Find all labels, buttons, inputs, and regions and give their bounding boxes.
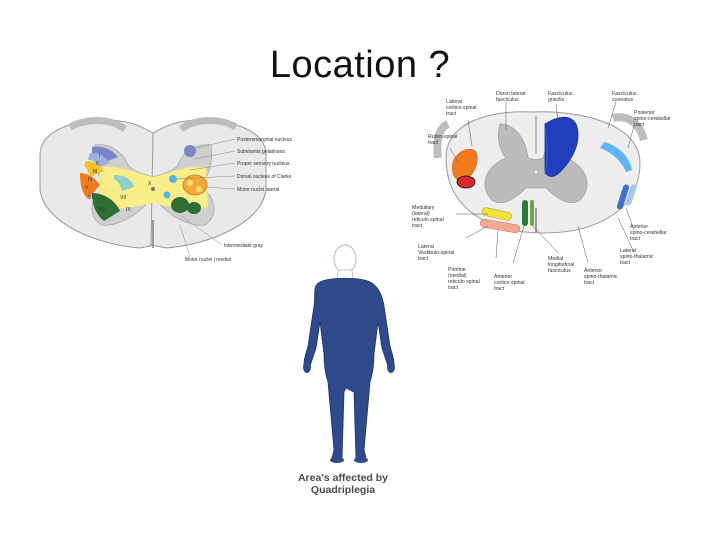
lamina-label-VIII: VIII (98, 207, 106, 213)
spinal-cord-laminae-diagram: I II III IV V VI VII VIII IX X Posteroma… (39, 117, 293, 263)
figure-affected-body (303, 277, 395, 460)
label-medullary-reticulospinal: Medullary (lateral) reticulo spinal trac… (412, 205, 445, 229)
human-body-figure (303, 244, 395, 463)
lamina-label-II: II (96, 161, 99, 167)
label-dorsolateral-fasciculus: Dorso lateral fasciculus (496, 91, 527, 103)
label-anterior-corticospinal: Anterior cortico-spinal tract (494, 274, 526, 292)
rubrospinal-tract (452, 149, 478, 183)
lamina-label-IV: IV (88, 177, 93, 183)
label-lateral-vestibulospinal: Lateral Vestibulo-spinal tract (418, 244, 456, 262)
label-motor-lateral: Motor nuclei lateral (237, 187, 279, 193)
label-medial-longitudinal: Medial longitudinal fasciculus (548, 256, 576, 274)
medial-longitudinal-tract (530, 200, 534, 226)
label-posterior-spinocerebellar: Posterior spino-cerebellar tract (634, 110, 672, 128)
lamina-label-VI: VI (88, 195, 93, 201)
label-lateral-spinothalamic: Lateral spino-thalamic tract (620, 248, 655, 266)
label-anterior-spinothalamic: Anterior spino-thalamic tract (584, 268, 619, 286)
lamina-zone-cyan (114, 175, 134, 191)
label-proper-sensory: Proper sensory nucleus (237, 161, 290, 167)
lamina-label-VII: VII (120, 195, 126, 201)
lamina-label-X: X (148, 181, 152, 187)
fasciculus-gracilis-tract (544, 116, 579, 177)
anterior-spinocerebellar-tract (616, 184, 630, 210)
label-pontine-reticulospinal: Pontine (medial) reticulo spinal tract (448, 267, 481, 291)
label-fasciculus-cuneatus: Fasciculus cuneatus (612, 91, 638, 103)
spinal-cord-tracts-diagram: Dorso lateral fasciculus Fasciculus grac… (412, 91, 672, 292)
figure-caption: Area's affected by Quadriplegia (272, 472, 414, 496)
nucleus-posteromarginal (184, 145, 196, 157)
lamina-label-IX: IX (126, 207, 131, 213)
slide-title: Location ? (269, 44, 451, 86)
lamina-label-I: I (99, 153, 100, 159)
label-rubrospinal: Rubro-spinal tract (428, 134, 459, 146)
label-posteromarginal: Posteromarginal nucleus (237, 137, 293, 143)
vestibulospinal-tract (481, 207, 513, 221)
nucleus-clarke (169, 175, 177, 183)
lamina-zone-blue (88, 153, 110, 167)
caption-line-1: Area's affected by (297, 472, 389, 484)
lamina-zone-orange (80, 173, 100, 199)
posterior-spinocerebellar-tract (600, 142, 632, 172)
label-dorsal-clarke: Dorsal nucleus of Clarke (237, 174, 292, 180)
label-lateral-corticospinal: Lateral cortico-spinal tract (446, 99, 478, 117)
lamina-zone-yellow (84, 161, 104, 177)
lamina-label-V: V (85, 185, 89, 191)
label-anterior-spinocerebellar: Anterior spino-cerebellar tract (630, 224, 668, 242)
lamina-zone-green (92, 193, 120, 221)
lamina-zone-purple (92, 146, 118, 161)
lamina-label-III: III (93, 169, 97, 175)
lateral-corticospinal-tract (456, 175, 476, 189)
anterior-corticospinal-tract (522, 200, 528, 226)
label-intermediate-gray: Intermediate gray (224, 243, 263, 249)
nucleus-motor-medial (171, 197, 189, 213)
label-motor-medial: Motor nuclei | medial (185, 257, 231, 263)
reticulospinal-tract (479, 218, 521, 234)
label-substantia-gelatinosa: Substantia gelatinosa (237, 149, 285, 155)
label-fasciculus-gracilis: Fasciculus gracilis (548, 91, 574, 103)
figure-head (333, 244, 357, 274)
caption-line-2: Quadriplegia (310, 484, 376, 496)
